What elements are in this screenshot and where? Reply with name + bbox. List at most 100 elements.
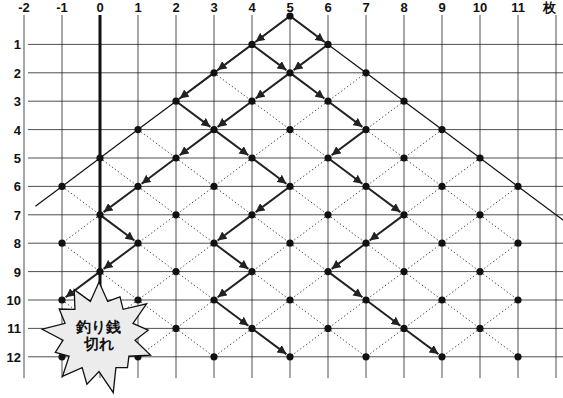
grid-line-horizontal: [28, 186, 563, 187]
axis-count: 1: [134, 1, 141, 14]
axis-count: 10: [473, 1, 487, 14]
lattice-line: [252, 272, 290, 300]
path-arrow: [216, 131, 248, 155]
axis-count: 5: [286, 1, 293, 14]
state-dot: [514, 240, 521, 247]
lattice-line: [176, 328, 214, 356]
axis-count: 3: [210, 1, 217, 14]
state-dot: [248, 325, 255, 332]
path-arrow: [294, 46, 326, 70]
path-arrow: [104, 245, 136, 269]
grid-line-horizontal: [28, 243, 563, 244]
axis-step: 12: [7, 350, 21, 363]
state-dot: [514, 353, 521, 360]
lattice-line: [404, 186, 442, 214]
lattice-line: [290, 300, 328, 328]
burst-outline: [42, 282, 150, 393]
path-arrow: [66, 273, 98, 297]
lattice-line: [138, 186, 176, 214]
state-dot: [324, 268, 331, 275]
lattice-line: [328, 300, 366, 328]
axis-step: 3: [14, 95, 21, 108]
cone-edge: [138, 101, 176, 129]
axis-count: -2: [18, 1, 30, 14]
state-dot: [400, 325, 407, 332]
zero-boundary: [99, 15, 102, 289]
state-dot: [286, 353, 293, 360]
state-dot: [286, 183, 293, 190]
lattice-line: [366, 272, 404, 300]
path-arrow: [256, 75, 288, 99]
lattice-line: [176, 272, 214, 300]
axis-count: -1: [56, 1, 68, 14]
cone-edge: [252, 16, 290, 44]
state-dot: [400, 211, 407, 218]
lattice-line: [214, 158, 252, 186]
lattice-line: [176, 243, 214, 271]
lattice-line: [404, 243, 442, 271]
lattice-line: [290, 130, 328, 158]
state-dot: [96, 268, 103, 275]
callout-text: 釣り銭 切れ: [74, 319, 124, 354]
lattice-line: [176, 300, 214, 328]
state-dot: [514, 296, 521, 303]
lattice-line: [138, 130, 176, 158]
state-dot: [134, 183, 141, 190]
path-arrow: [104, 188, 136, 212]
cone-edge: [214, 44, 252, 72]
grid-line-vertical: [480, 15, 481, 378]
state-dot: [286, 296, 293, 303]
cone-edge: [366, 73, 404, 101]
cone-edge: [290, 16, 328, 44]
state-dot: [476, 325, 483, 332]
grid-line-vertical: [176, 15, 177, 378]
lattice-line: [366, 328, 404, 356]
state-dot: [476, 154, 483, 161]
axis-count: 6: [324, 1, 331, 14]
lattice-line: [290, 101, 328, 129]
lattice-line: [252, 130, 290, 158]
path-arrow: [332, 245, 364, 269]
state-dot: [400, 268, 407, 275]
axis-count: 11: [511, 1, 525, 14]
state-dot: [324, 41, 331, 48]
grid-line-vertical: [252, 15, 253, 378]
lattice-line: [214, 186, 252, 214]
lattice-line: [100, 158, 138, 186]
axis-count: 4: [248, 1, 255, 14]
state-dot: [438, 240, 445, 247]
lattice-line: [442, 158, 480, 186]
state-dot: [172, 325, 179, 332]
state-dot: [58, 296, 65, 303]
path-arrow: [254, 330, 286, 354]
state-dot: [476, 211, 483, 218]
state-dot: [172, 268, 179, 275]
state-dot: [96, 154, 103, 161]
axis-step: 10: [7, 294, 21, 307]
state-dot: [172, 98, 179, 105]
lattice-line: [366, 158, 404, 186]
lattice-line: [176, 186, 214, 214]
lattice-line: [62, 215, 100, 243]
burst-callout: 釣り銭 切れ: [44, 282, 154, 390]
cone-edge: [35, 186, 62, 206]
state-dot: [324, 98, 331, 105]
state-dot: [362, 126, 369, 133]
lattice-line: [442, 300, 480, 328]
lattice-line: [328, 186, 366, 214]
cone-edge: [404, 101, 442, 129]
grid-line-vertical: [404, 15, 405, 378]
axis-step: 4: [14, 123, 21, 136]
lattice-line: [252, 101, 290, 129]
state-dot: [172, 211, 179, 218]
lattice-line: [62, 243, 100, 271]
cone-edge: [100, 130, 138, 158]
lattice-line: [404, 300, 442, 328]
path-arrow: [218, 217, 250, 241]
path-arrow: [254, 160, 286, 184]
lattice-line: [214, 328, 252, 356]
cone-edge: [518, 186, 563, 220]
state-dot: [134, 240, 141, 247]
state-dot: [172, 154, 179, 161]
state-dot: [476, 268, 483, 275]
